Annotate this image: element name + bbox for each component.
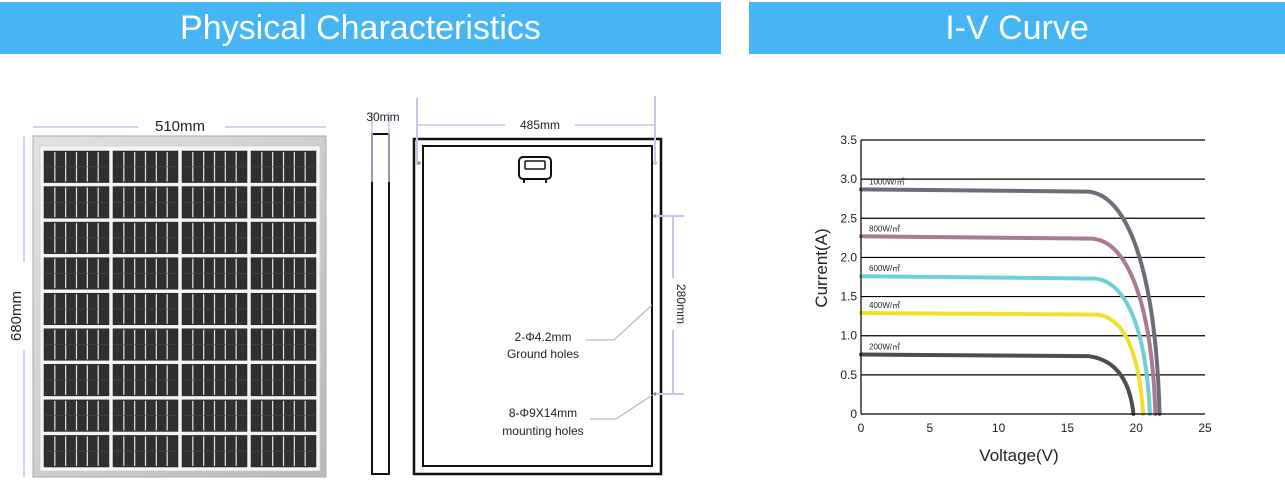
x-tick-labels: 0 5 10 15 20 25: [858, 421, 1212, 435]
solar-cell: [250, 186, 317, 219]
y-tick-label: 3.0: [840, 172, 857, 186]
side-frame: [371, 133, 390, 475]
y-tick-label: 2.0: [840, 250, 857, 264]
hole-width-label: 485mm: [520, 118, 560, 132]
panel-side-view: 30mm: [366, 110, 400, 475]
iv-curve-banner: I-V Curve: [749, 2, 1285, 54]
solar-cell: [181, 399, 248, 432]
junction-box-icon: [518, 156, 552, 183]
x-axis-label: Voltage(V): [979, 446, 1058, 465]
solar-cell: [250, 221, 317, 254]
solar-cell: [181, 435, 248, 468]
iv-curve-series: [859, 187, 1162, 416]
iv-curve-series: [859, 311, 1146, 416]
x-tick-label: 10: [992, 421, 1006, 435]
mounting-holes-spec: 8-Φ9X14mm: [509, 406, 577, 420]
solar-cell: [112, 364, 179, 397]
solar-cell: [181, 292, 248, 326]
solar-cell: [112, 292, 179, 326]
solar-cell: [181, 257, 248, 290]
series-label: 800W/㎡: [869, 224, 900, 233]
x-tick-label: 25: [1198, 421, 1212, 435]
solar-cell: [43, 364, 110, 397]
solar-cell: [250, 399, 317, 432]
leader-line: [613, 304, 653, 341]
solar-cell: [112, 257, 179, 290]
width-dimension: 510mm: [33, 118, 326, 135]
iv-curve-series: [859, 234, 1158, 416]
y-tick-label: 1.0: [840, 329, 857, 343]
series-label: 400W/㎡: [869, 301, 900, 310]
x-tick-label: 20: [1130, 421, 1144, 435]
hole-height-label: 280mm: [674, 284, 688, 324]
y-tick-label: 3.5: [840, 133, 857, 147]
solar-cell: [43, 150, 110, 183]
solar-cell: [250, 292, 317, 326]
iv-curve-series: [859, 274, 1152, 416]
y-axis-label: Current(A): [812, 228, 831, 307]
solar-cell: [181, 221, 248, 254]
solar-cell: [112, 435, 179, 468]
ground-holes-label: Ground holes: [507, 347, 579, 361]
series-label: 200W/㎡: [869, 343, 900, 352]
series-label: 1000W/㎡: [869, 177, 905, 186]
y-tick-labels: 0 0.5 1.0 1.5 2.0 2.5 3.0 3.5: [840, 133, 857, 421]
x-tick-label: 5: [926, 421, 933, 435]
iv-curve-series: [859, 352, 1136, 416]
solar-cell: [112, 186, 179, 219]
solar-cell: [43, 328, 110, 361]
panel-front-view: [32, 135, 327, 478]
cell-grid: [43, 150, 317, 468]
solar-cell: [112, 221, 179, 254]
solar-cell: [112, 399, 179, 432]
hole-marker: [653, 392, 657, 396]
solar-cell: [43, 292, 110, 326]
solar-cell: [112, 150, 179, 183]
x-tick-label: 15: [1061, 421, 1075, 435]
series-label: 600W/㎡: [869, 264, 900, 273]
mounting-holes-label: mounting holes: [502, 424, 583, 438]
leader-line: [615, 393, 655, 420]
back-frame-inner: [422, 145, 653, 467]
solar-cell: [43, 435, 110, 468]
thickness-label: 30mm: [366, 110, 399, 124]
y-tick-label: 0.5: [840, 368, 857, 382]
solar-cell: [250, 364, 317, 397]
solar-cell: [43, 221, 110, 254]
x-tick-label: 0: [858, 421, 865, 435]
solar-cell: [43, 186, 110, 219]
solar-cell: [250, 435, 317, 468]
solar-cell: [43, 257, 110, 290]
hole-marker: [417, 161, 421, 165]
hole-marker: [653, 214, 657, 218]
solar-cell: [181, 186, 248, 219]
solar-cell: [181, 364, 248, 397]
iv-curves: [859, 187, 1162, 416]
y-tick-label: 2.5: [840, 211, 857, 225]
physical-characteristics-banner: Physical Characteristics: [0, 2, 721, 54]
ground-holes-spec: 2-Φ4.2mm: [515, 330, 572, 344]
solar-cell: [43, 399, 110, 432]
solar-cell: [250, 150, 317, 183]
solar-cell: [181, 328, 248, 361]
solar-cell: [250, 257, 317, 290]
solar-cell: [181, 150, 248, 183]
series-labels: 1000W/㎡ 800W/㎡ 600W/㎡ 400W/㎡ 200W/㎡: [869, 177, 905, 351]
solar-cell: [250, 328, 317, 361]
height-dimension: 680mm: [8, 136, 25, 477]
height-label: 680mm: [8, 291, 25, 341]
panel-back-view: 485mm 280mm 2-Φ4.2mm Ground holes 8-Φ9X1…: [412, 96, 688, 476]
solar-cell: [112, 328, 179, 361]
y-tick-label: 0: [850, 407, 857, 421]
width-label: 510mm: [155, 118, 205, 135]
y-tick-label: 1.5: [840, 290, 857, 304]
